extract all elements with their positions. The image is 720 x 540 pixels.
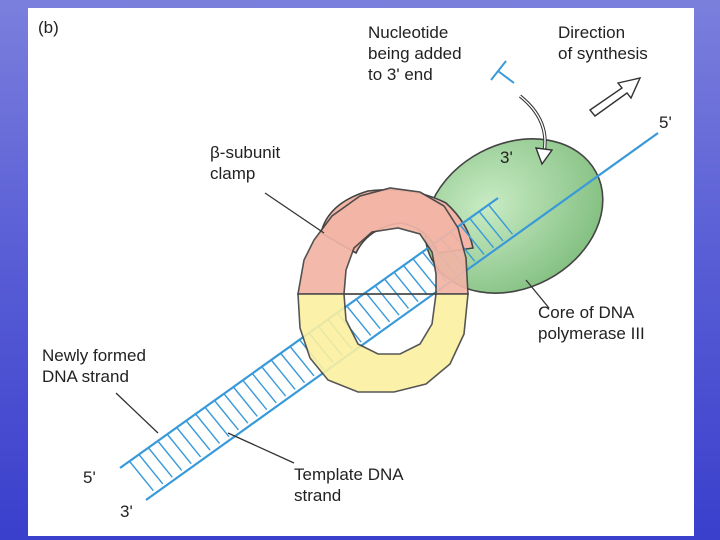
base-pair-rung	[469, 217, 495, 249]
template-strand	[145, 132, 659, 501]
base-pair-rung	[346, 305, 372, 336]
base-pair-rung	[289, 346, 315, 377]
nucleotide-arrow	[518, 94, 554, 166]
base-pair-rung	[488, 204, 514, 235]
diagram-panel: (b) Nucleotide being added to 3' end Dir…	[28, 8, 694, 536]
base-pair-rung	[204, 406, 230, 438]
base-pair-rung	[412, 258, 438, 289]
direction-arrow-icon	[588, 77, 642, 117]
base-pair-rung	[176, 427, 202, 458]
base-pair-rung	[402, 265, 428, 296]
base-pair-rung	[251, 373, 277, 404]
five-prime-top-label: 5'	[659, 113, 672, 132]
base-pair-rung	[195, 413, 221, 444]
direction-label: Direction of synthesis	[558, 23, 648, 63]
base-pair-rung	[166, 433, 192, 465]
incoming-nucleotide	[490, 60, 515, 84]
base-pair-rung	[374, 285, 400, 316]
base-pair-rung	[157, 440, 183, 471]
base-pair-rung	[365, 292, 391, 323]
panel-label: (b)	[38, 18, 59, 37]
base-pair-rung	[213, 400, 239, 431]
base-pair-rung	[223, 393, 249, 424]
base-pair-rung	[232, 386, 258, 417]
base-pair-rung	[355, 298, 381, 330]
base-pair-rung	[393, 271, 419, 303]
base-pair-rung	[478, 211, 504, 242]
three-prime-bottom-label: 3'	[120, 502, 133, 521]
beta-clamp-label: β-subunit clamp	[210, 143, 281, 183]
leader-lines	[115, 192, 550, 464]
new-strand-label: Newly formed DNA strand	[42, 346, 146, 386]
base-pair-rung	[242, 379, 268, 411]
beta-clamp-ring	[297, 187, 469, 393]
core-polymerase-label: Core of DNA polymerase III	[538, 303, 645, 343]
base-pair-rung	[138, 454, 164, 485]
base-pair-rung	[280, 352, 306, 384]
nucleotide-label: Nucleotide being added to 3' end	[368, 23, 462, 84]
base-pair-rung	[185, 420, 211, 451]
dna-duplex	[119, 132, 659, 501]
base-pair-rung	[147, 447, 173, 478]
base-pair-rung	[261, 366, 287, 397]
base-pair-rung	[459, 224, 485, 255]
five-prime-bottom-label: 5'	[83, 468, 96, 487]
dna-replication-diagram	[115, 60, 659, 501]
base-pair-rung	[128, 460, 154, 492]
template-strand-label: Template DNA strand	[294, 465, 404, 505]
base-pair-rung	[270, 359, 296, 390]
three-prime-core-label: 3'	[500, 148, 513, 167]
